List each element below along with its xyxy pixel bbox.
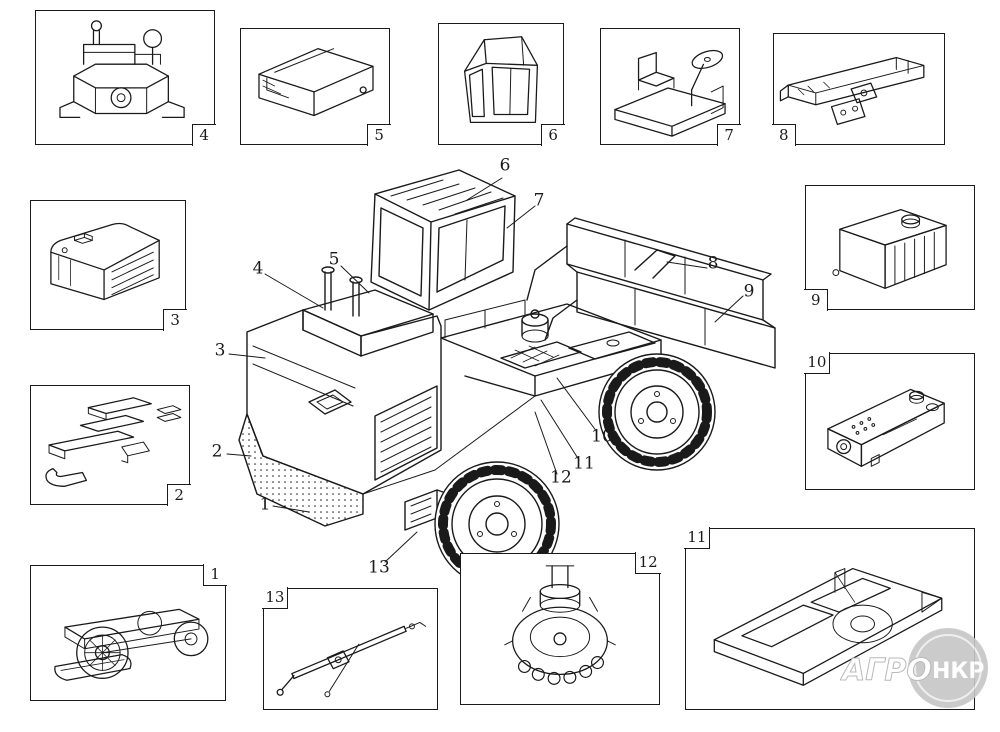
frame-beam-drawing (779, 56, 925, 125)
seat-steering-drawing (614, 49, 726, 137)
part-box-10: 10 (804, 352, 975, 490)
cab-drawing (463, 36, 539, 123)
part-box-5: 5 (240, 28, 391, 146)
part-number-tag: 6 (540, 123, 565, 146)
part-box-9: 9 (804, 185, 975, 311)
dozer-blade (526, 217, 776, 369)
part-box-13: 13 (262, 587, 438, 710)
rear-body (238, 309, 442, 527)
part-number-tag: 10 (804, 352, 831, 375)
callout-6: 6 (499, 155, 511, 176)
watermark-badge-text: НКР (932, 659, 985, 684)
plates-brackets-drawing (45, 397, 182, 487)
callout-1: 1 (259, 494, 271, 515)
part-box-1: 1 (30, 564, 227, 701)
part-number-tag: 8 (772, 123, 797, 146)
engine-drawing (59, 20, 185, 119)
front-wheel (598, 353, 716, 471)
cab (370, 169, 516, 311)
callout-2: 2 (211, 441, 223, 462)
callout-11: 11 (573, 453, 595, 474)
part-box-3: 3 (30, 200, 187, 331)
fuel-tank-drawing (832, 208, 947, 289)
part-box-6: 6 (438, 23, 565, 146)
callout-13: 13 (368, 557, 390, 578)
part-number-tag: 4 (191, 123, 216, 146)
part-box-2: 2 (30, 385, 191, 506)
part-number-tag: 11 (684, 527, 711, 550)
leader-lines (226, 177, 744, 563)
callout-8: 8 (707, 253, 719, 274)
callout-5: 5 (328, 249, 340, 270)
part-box-12: 12 (460, 552, 661, 705)
engine-hood (302, 266, 434, 357)
callout-3: 3 (214, 340, 226, 361)
part-number-tag: 3 (162, 308, 187, 331)
battery-box-drawing (827, 388, 945, 467)
chassis-frame-drawing (713, 567, 943, 686)
watermark-graphic: АГРО НКР (840, 628, 988, 708)
part-number-tag: 2 (166, 483, 191, 506)
part-number-tag: 7 (716, 123, 741, 146)
part-box-7: 7 (600, 28, 741, 146)
callout-7: 7 (533, 190, 545, 211)
watermark-logo: АГРО НКР (840, 622, 995, 714)
part-box-8: 8 (772, 33, 945, 146)
part-number-tag: 9 (804, 288, 829, 311)
louvered-cover-drawing (50, 222, 160, 301)
part-box-4: 4 (35, 10, 216, 146)
part-number-tag: 12 (634, 552, 661, 575)
hub-gear-drawing (504, 565, 616, 685)
callout-4: 4 (252, 258, 264, 279)
control-linkage-drawing (276, 621, 427, 698)
callout-10: 10 (591, 426, 613, 447)
part-number-tag: 1 (202, 564, 227, 587)
callout-12: 12 (550, 467, 572, 488)
wheel-carriage-drawing (54, 608, 209, 681)
hood-panel-drawing (258, 48, 374, 117)
part-number-tag: 5 (366, 123, 391, 146)
callout-9: 9 (743, 281, 755, 302)
part-number-tag: 13 (262, 587, 289, 610)
watermark-text: АГРО (840, 653, 932, 688)
